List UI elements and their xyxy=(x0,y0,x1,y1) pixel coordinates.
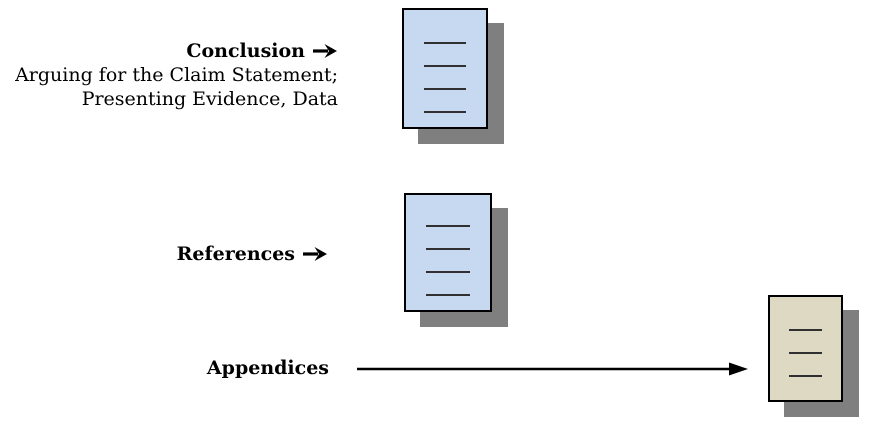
references-label: References xyxy=(176,243,295,265)
conclusion-label-block: Conclusion Arguing for the Claim Stateme… xyxy=(0,39,338,111)
conclusion-description-line-1: Arguing for the Claim Statement; xyxy=(15,64,338,86)
right-arrow-icon xyxy=(313,44,337,58)
long-right-arrow-icon xyxy=(357,362,748,376)
document-text-line xyxy=(788,328,823,331)
conclusion-description-line-2: Presenting Evidence, Data xyxy=(81,88,338,110)
right-arrow-icon xyxy=(303,247,327,261)
references-document-icon xyxy=(404,193,492,312)
document-text-line xyxy=(788,374,823,377)
document-text-line xyxy=(423,42,467,44)
document-text-line xyxy=(426,225,470,227)
document-text-line xyxy=(423,111,467,113)
references-label-line: References xyxy=(0,242,328,266)
document-text-line xyxy=(788,351,823,354)
document-text-line xyxy=(426,294,470,296)
appendices-label-block: Appendices xyxy=(0,356,329,380)
references-label-block: References xyxy=(0,242,328,266)
conclusion-label-line: Conclusion xyxy=(0,39,338,63)
document-text-line xyxy=(423,88,467,90)
document-text-line xyxy=(426,271,470,273)
appendices-label: Appendices xyxy=(206,357,329,379)
appendices-document-icon xyxy=(768,295,843,402)
conclusion-label: Conclusion xyxy=(186,40,305,62)
conclusion-document-icon xyxy=(402,8,488,129)
document-text-line xyxy=(426,248,470,250)
document-text-line xyxy=(423,65,467,67)
